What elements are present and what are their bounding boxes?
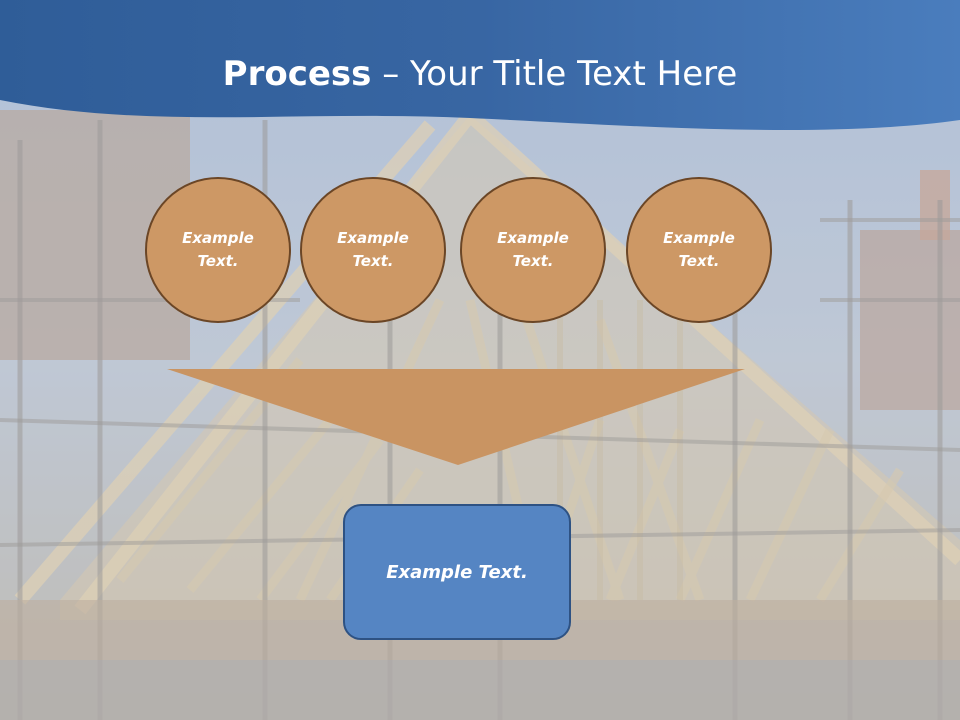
slide-title: Process – Your Title Text Here (0, 52, 960, 96)
title-rest: Your Title Text Here (410, 54, 738, 94)
process-circle-4[interactable]: Example Text. (626, 177, 772, 323)
process-circle-2[interactable]: Example Text. (300, 177, 446, 323)
title-bold: Process (222, 54, 372, 94)
process-circle-3[interactable]: Example Text. (460, 177, 606, 323)
title-separator: – (371, 54, 411, 94)
process-circle-1[interactable]: Example Text. (145, 177, 291, 323)
result-box[interactable]: Example Text. (343, 504, 571, 640)
result-label: Example Text. (386, 561, 528, 583)
